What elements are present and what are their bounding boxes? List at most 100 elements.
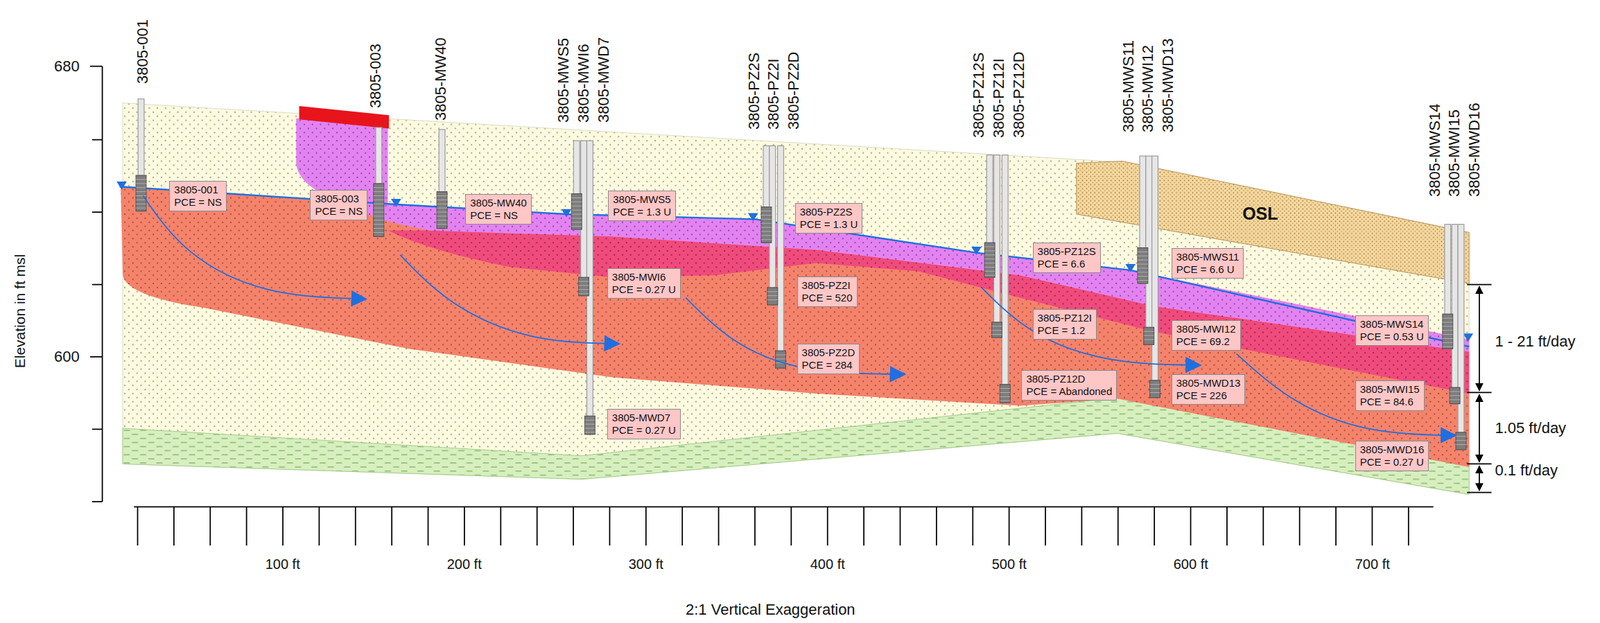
well-screen	[1137, 248, 1149, 284]
well-id: 3805-MWS14	[1360, 318, 1424, 331]
well-id: 3805-MWS5	[612, 193, 672, 206]
well-screen	[373, 183, 385, 238]
screen-slot	[1150, 392, 1161, 394]
tick	[1190, 506, 1192, 546]
tick	[1299, 506, 1301, 546]
tick	[1262, 506, 1264, 546]
tick-label: 200 ft	[447, 556, 482, 572]
tick	[609, 506, 611, 546]
screen-slot	[1137, 267, 1149, 269]
well-id: 3805-PZ2S	[800, 205, 859, 219]
sample-callout: 3805-MW40PCE = NS	[465, 194, 532, 225]
screen-slot	[135, 203, 147, 205]
conductivity-bracket	[1466, 284, 1492, 493]
well-label: 3805-MWD13	[1159, 38, 1177, 134]
well-screen	[1150, 380, 1161, 398]
well-screen	[585, 415, 596, 434]
screen-slot	[436, 207, 448, 209]
screen-slot	[373, 203, 385, 205]
sample-callout: 3805-MWI12PCE = 69.2	[1171, 320, 1241, 351]
tick	[1081, 506, 1083, 546]
screen-slot	[1442, 338, 1454, 339]
sample-callout: 3805-PZ2SPCE = 1.3 U	[795, 203, 864, 234]
screen-slot	[373, 195, 385, 197]
screen-slot	[1442, 321, 1454, 323]
screen-slot	[585, 431, 596, 433]
screen-slot	[1150, 384, 1161, 385]
screen-slot	[1137, 275, 1149, 277]
screen-slot	[571, 217, 582, 219]
pce-value: PCE = NS	[470, 209, 527, 222]
screen-slot	[571, 201, 582, 203]
screen-slot	[999, 388, 1011, 389]
axes	[90, 66, 1434, 547]
well-screen	[1143, 327, 1155, 345]
tick-label: 600 ft	[1173, 556, 1209, 572]
screen-slot	[761, 223, 772, 224]
tick-label: 400 ft	[810, 556, 846, 572]
pce-value: PCE = NS	[314, 205, 363, 218]
pce-value: PCE = 0.27 U	[1360, 456, 1425, 469]
well-id: 3805-MWI6	[612, 271, 676, 284]
tick	[1371, 506, 1374, 546]
well-screen	[992, 322, 1003, 338]
pce-value: PCE = 1.3 U	[800, 218, 859, 231]
pce-value: PCE = 1.3 U	[612, 205, 672, 219]
sample-callout: 3805-MWS5PCE = 1.3 U	[607, 190, 676, 222]
pce-value: PCE = 84.6	[1360, 395, 1420, 409]
pce-value: PCE = 6.6	[1037, 257, 1097, 271]
sample-callout: 3805-PZ12IPCE = 1.2	[1032, 309, 1097, 340]
tick	[318, 506, 321, 546]
screen-slot	[1442, 334, 1454, 335]
conductivity-label: 1 - 21 ft/day	[1494, 333, 1576, 351]
screen-slot	[436, 223, 448, 225]
screen-slot	[135, 207, 147, 209]
well-id: 3805-MWD13	[1176, 377, 1241, 390]
conductivity-label: 0.1 ft/day	[1494, 461, 1558, 479]
sample-callout: 3805-MWS14PCE = 0.53 U	[1355, 315, 1429, 346]
well-label: 3805-MWI12	[1139, 45, 1157, 133]
screen-slot	[761, 230, 772, 232]
well-screen	[1449, 387, 1460, 405]
screen-slot	[373, 232, 385, 233]
tick	[1407, 506, 1410, 546]
screen-slot	[1455, 440, 1467, 441]
tick-label: 100 ft	[265, 556, 301, 572]
screen-slot	[984, 258, 995, 260]
screen-slot	[761, 214, 772, 216]
well-screen	[135, 175, 147, 211]
screen-slot	[436, 219, 448, 221]
screen-slot	[761, 239, 772, 240]
pce-value: PCE = 0.27 U	[612, 283, 676, 297]
screen-slot	[373, 212, 385, 213]
strata	[120, 103, 1469, 495]
well-screen	[761, 207, 772, 243]
pce-value: PCE = NS	[174, 196, 222, 209]
well-label: 3805-PZ2I	[765, 58, 782, 130]
screen-slot	[1442, 346, 1454, 348]
well-screen	[578, 277, 590, 296]
well-label: 3805-MWS11	[1120, 40, 1137, 133]
screen-slot	[135, 199, 147, 201]
sample-callout: 3805-PZ2IPCE = 520	[797, 276, 858, 308]
screen-slot	[578, 293, 590, 294]
well-id: 3805-MWD16	[1360, 443, 1425, 457]
flow-arrow	[1236, 354, 1449, 437]
sample-callout: 3805-MWD16PCE = 0.27 U	[1355, 440, 1430, 472]
well-screen	[767, 287, 778, 306]
well-label: 3805-MWI15	[1445, 109, 1463, 197]
screen-slot	[999, 396, 1011, 398]
tick	[718, 506, 720, 546]
tick	[572, 506, 575, 546]
tick	[1008, 506, 1011, 546]
screen-slot	[1137, 280, 1149, 281]
tick	[1117, 506, 1119, 546]
screen-slot	[571, 221, 582, 223]
screen-slot	[761, 219, 772, 220]
flow-arrow	[685, 298, 898, 375]
screen-slot	[992, 329, 1003, 331]
well-id: 3805-MWI15	[1360, 383, 1420, 396]
well-screen	[999, 384, 1011, 403]
well-casing	[1001, 155, 1008, 404]
tick-label: 700 ft	[1355, 556, 1390, 572]
